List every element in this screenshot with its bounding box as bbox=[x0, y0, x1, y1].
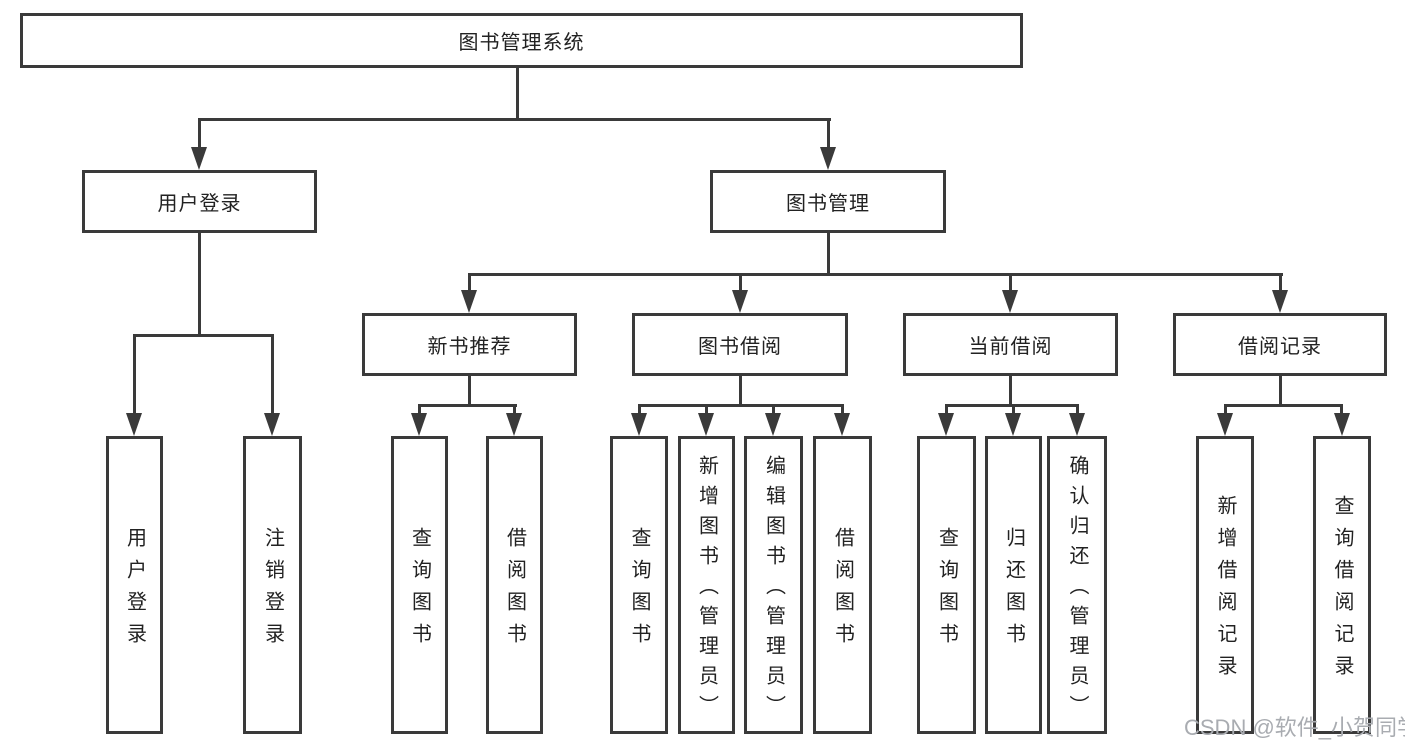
leaf-add-borrow-record: 新增借阅记录 bbox=[1196, 436, 1254, 734]
node-current-borrow: 当前借阅 bbox=[903, 313, 1118, 376]
connector-arrow-shaft bbox=[772, 404, 775, 418]
arrow-down-icon bbox=[698, 413, 714, 436]
connector-arrow-shaft bbox=[1279, 273, 1282, 296]
leaf-logout: 注销登录 bbox=[243, 436, 302, 734]
leaf-borrow-books-recommend: 借阅图书 bbox=[486, 436, 543, 734]
node-new-book-recommend-label: 新书推荐 bbox=[427, 336, 512, 358]
node-new-book-recommend: 新书推荐 bbox=[362, 313, 577, 376]
node-book-borrow-label: 图书借阅 bbox=[698, 336, 782, 358]
connector-book-mgmt-stem bbox=[827, 233, 830, 276]
connector-arrow-shaft bbox=[1009, 273, 1012, 296]
leaf-user-login-label: 用户登录 bbox=[123, 527, 146, 655]
arrow-down-icon bbox=[126, 413, 142, 436]
connector-arrow-shaft bbox=[705, 404, 708, 418]
node-borrow-records-label: 借阅记录 bbox=[1238, 336, 1322, 358]
connector-arrow-shaft bbox=[827, 118, 830, 151]
connector-root-stem bbox=[516, 68, 519, 121]
arrow-down-icon bbox=[1217, 413, 1233, 436]
leaf-query-books-recommend: 查询图书 bbox=[391, 436, 448, 734]
connector-borrow-stem bbox=[739, 376, 742, 407]
leaf-confirm-return-admin-label: 确认归还（管理员） bbox=[1066, 455, 1088, 725]
connector-arrow-shaft bbox=[1076, 404, 1079, 418]
connector-arrow-shaft bbox=[198, 118, 201, 151]
arrow-down-icon bbox=[264, 413, 280, 436]
node-book-borrow: 图书借阅 bbox=[632, 313, 848, 376]
connector-arrow-shaft bbox=[841, 404, 844, 418]
arrow-down-icon bbox=[1272, 290, 1288, 313]
arrow-down-icon bbox=[938, 413, 954, 436]
leaf-borrow-books-label: 借阅图书 bbox=[831, 527, 854, 655]
arrow-down-icon bbox=[820, 147, 836, 170]
leaf-query-borrow-record-label: 查询借阅记录 bbox=[1331, 495, 1353, 687]
watermark: CSDN @软件_小贺同学 bbox=[1184, 715, 1405, 740]
node-borrow-records: 借阅记录 bbox=[1173, 313, 1387, 376]
arrow-down-icon bbox=[1334, 413, 1350, 436]
leaf-query-books-current: 查询图书 bbox=[917, 436, 976, 734]
connector-arrow-shaft bbox=[638, 404, 641, 418]
connector-user-login-bar bbox=[133, 334, 274, 337]
connector-level2-bar bbox=[198, 118, 831, 121]
leaf-return-books-label: 归还图书 bbox=[1002, 527, 1025, 655]
node-user-login: 用户登录 bbox=[82, 170, 317, 233]
connector-recommend-stem bbox=[468, 376, 471, 407]
connector-arrow-shaft bbox=[468, 273, 471, 296]
connector-level3-bar bbox=[468, 273, 1283, 276]
leaf-query-books-current-label: 查询图书 bbox=[935, 527, 958, 655]
connector-arrow-shaft bbox=[133, 334, 136, 417]
arrow-down-icon bbox=[1005, 413, 1021, 436]
arrow-down-icon bbox=[765, 413, 781, 436]
connector-borrow-bar bbox=[638, 404, 843, 407]
leaf-query-books-borrow-label: 查询图书 bbox=[628, 527, 650, 655]
connector-arrow-shaft bbox=[1224, 404, 1227, 418]
arrow-down-icon bbox=[732, 290, 748, 313]
leaf-confirm-return-admin: 确认归还（管理员） bbox=[1047, 436, 1107, 734]
connector-arrow-shaft bbox=[739, 273, 742, 296]
leaf-borrow-books-recommend-label: 借阅图书 bbox=[503, 527, 526, 655]
connector-arrow-shaft bbox=[945, 404, 948, 418]
arrow-down-icon bbox=[1069, 413, 1085, 436]
leaf-query-borrow-record: 查询借阅记录 bbox=[1313, 436, 1371, 734]
leaf-user-login: 用户登录 bbox=[106, 436, 163, 734]
arrow-down-icon bbox=[1002, 290, 1018, 313]
connector-user-login-stem bbox=[198, 233, 201, 337]
leaf-add-books-admin: 新增图书（管理员） bbox=[678, 436, 735, 734]
connector-arrow-shaft bbox=[1340, 404, 1343, 418]
connector-recommend-bar bbox=[418, 404, 517, 407]
leaf-query-books-recommend-label: 查询图书 bbox=[408, 527, 431, 655]
connector-arrow-shaft bbox=[271, 334, 274, 417]
node-current-borrow-label: 当前借阅 bbox=[968, 336, 1053, 358]
node-root-label: 图书管理系统 bbox=[458, 32, 585, 54]
node-book-management: 图书管理 bbox=[710, 170, 946, 233]
leaf-edit-books-admin-label: 编辑图书（管理员） bbox=[762, 455, 785, 725]
leaf-query-books-borrow: 查询图书 bbox=[610, 436, 668, 734]
connector-arrow-shaft bbox=[418, 404, 421, 418]
connector-current-stem bbox=[1009, 376, 1012, 407]
arrow-down-icon bbox=[834, 413, 850, 436]
connector-arrow-shaft bbox=[513, 404, 516, 418]
leaf-return-books: 归还图书 bbox=[985, 436, 1042, 734]
arrow-down-icon bbox=[506, 413, 522, 436]
connector-records-bar bbox=[1224, 404, 1343, 407]
leaf-borrow-books: 借阅图书 bbox=[813, 436, 872, 734]
connector-records-stem bbox=[1279, 376, 1282, 407]
arrow-down-icon bbox=[461, 290, 477, 313]
leaf-edit-books-admin: 编辑图书（管理员） bbox=[744, 436, 803, 734]
leaf-add-books-admin-label: 新增图书（管理员） bbox=[695, 455, 718, 725]
leaf-logout-label: 注销登录 bbox=[261, 527, 284, 655]
arrow-down-icon bbox=[411, 413, 427, 436]
connector-arrow-shaft bbox=[1012, 404, 1015, 418]
node-book-management-label: 图书管理 bbox=[786, 193, 870, 215]
arrow-down-icon bbox=[191, 147, 207, 170]
leaf-add-borrow-record-label: 新增借阅记录 bbox=[1214, 495, 1236, 687]
node-root: 图书管理系统 bbox=[20, 13, 1023, 68]
arrow-down-icon bbox=[631, 413, 647, 436]
node-user-login-label: 用户登录 bbox=[157, 193, 242, 215]
